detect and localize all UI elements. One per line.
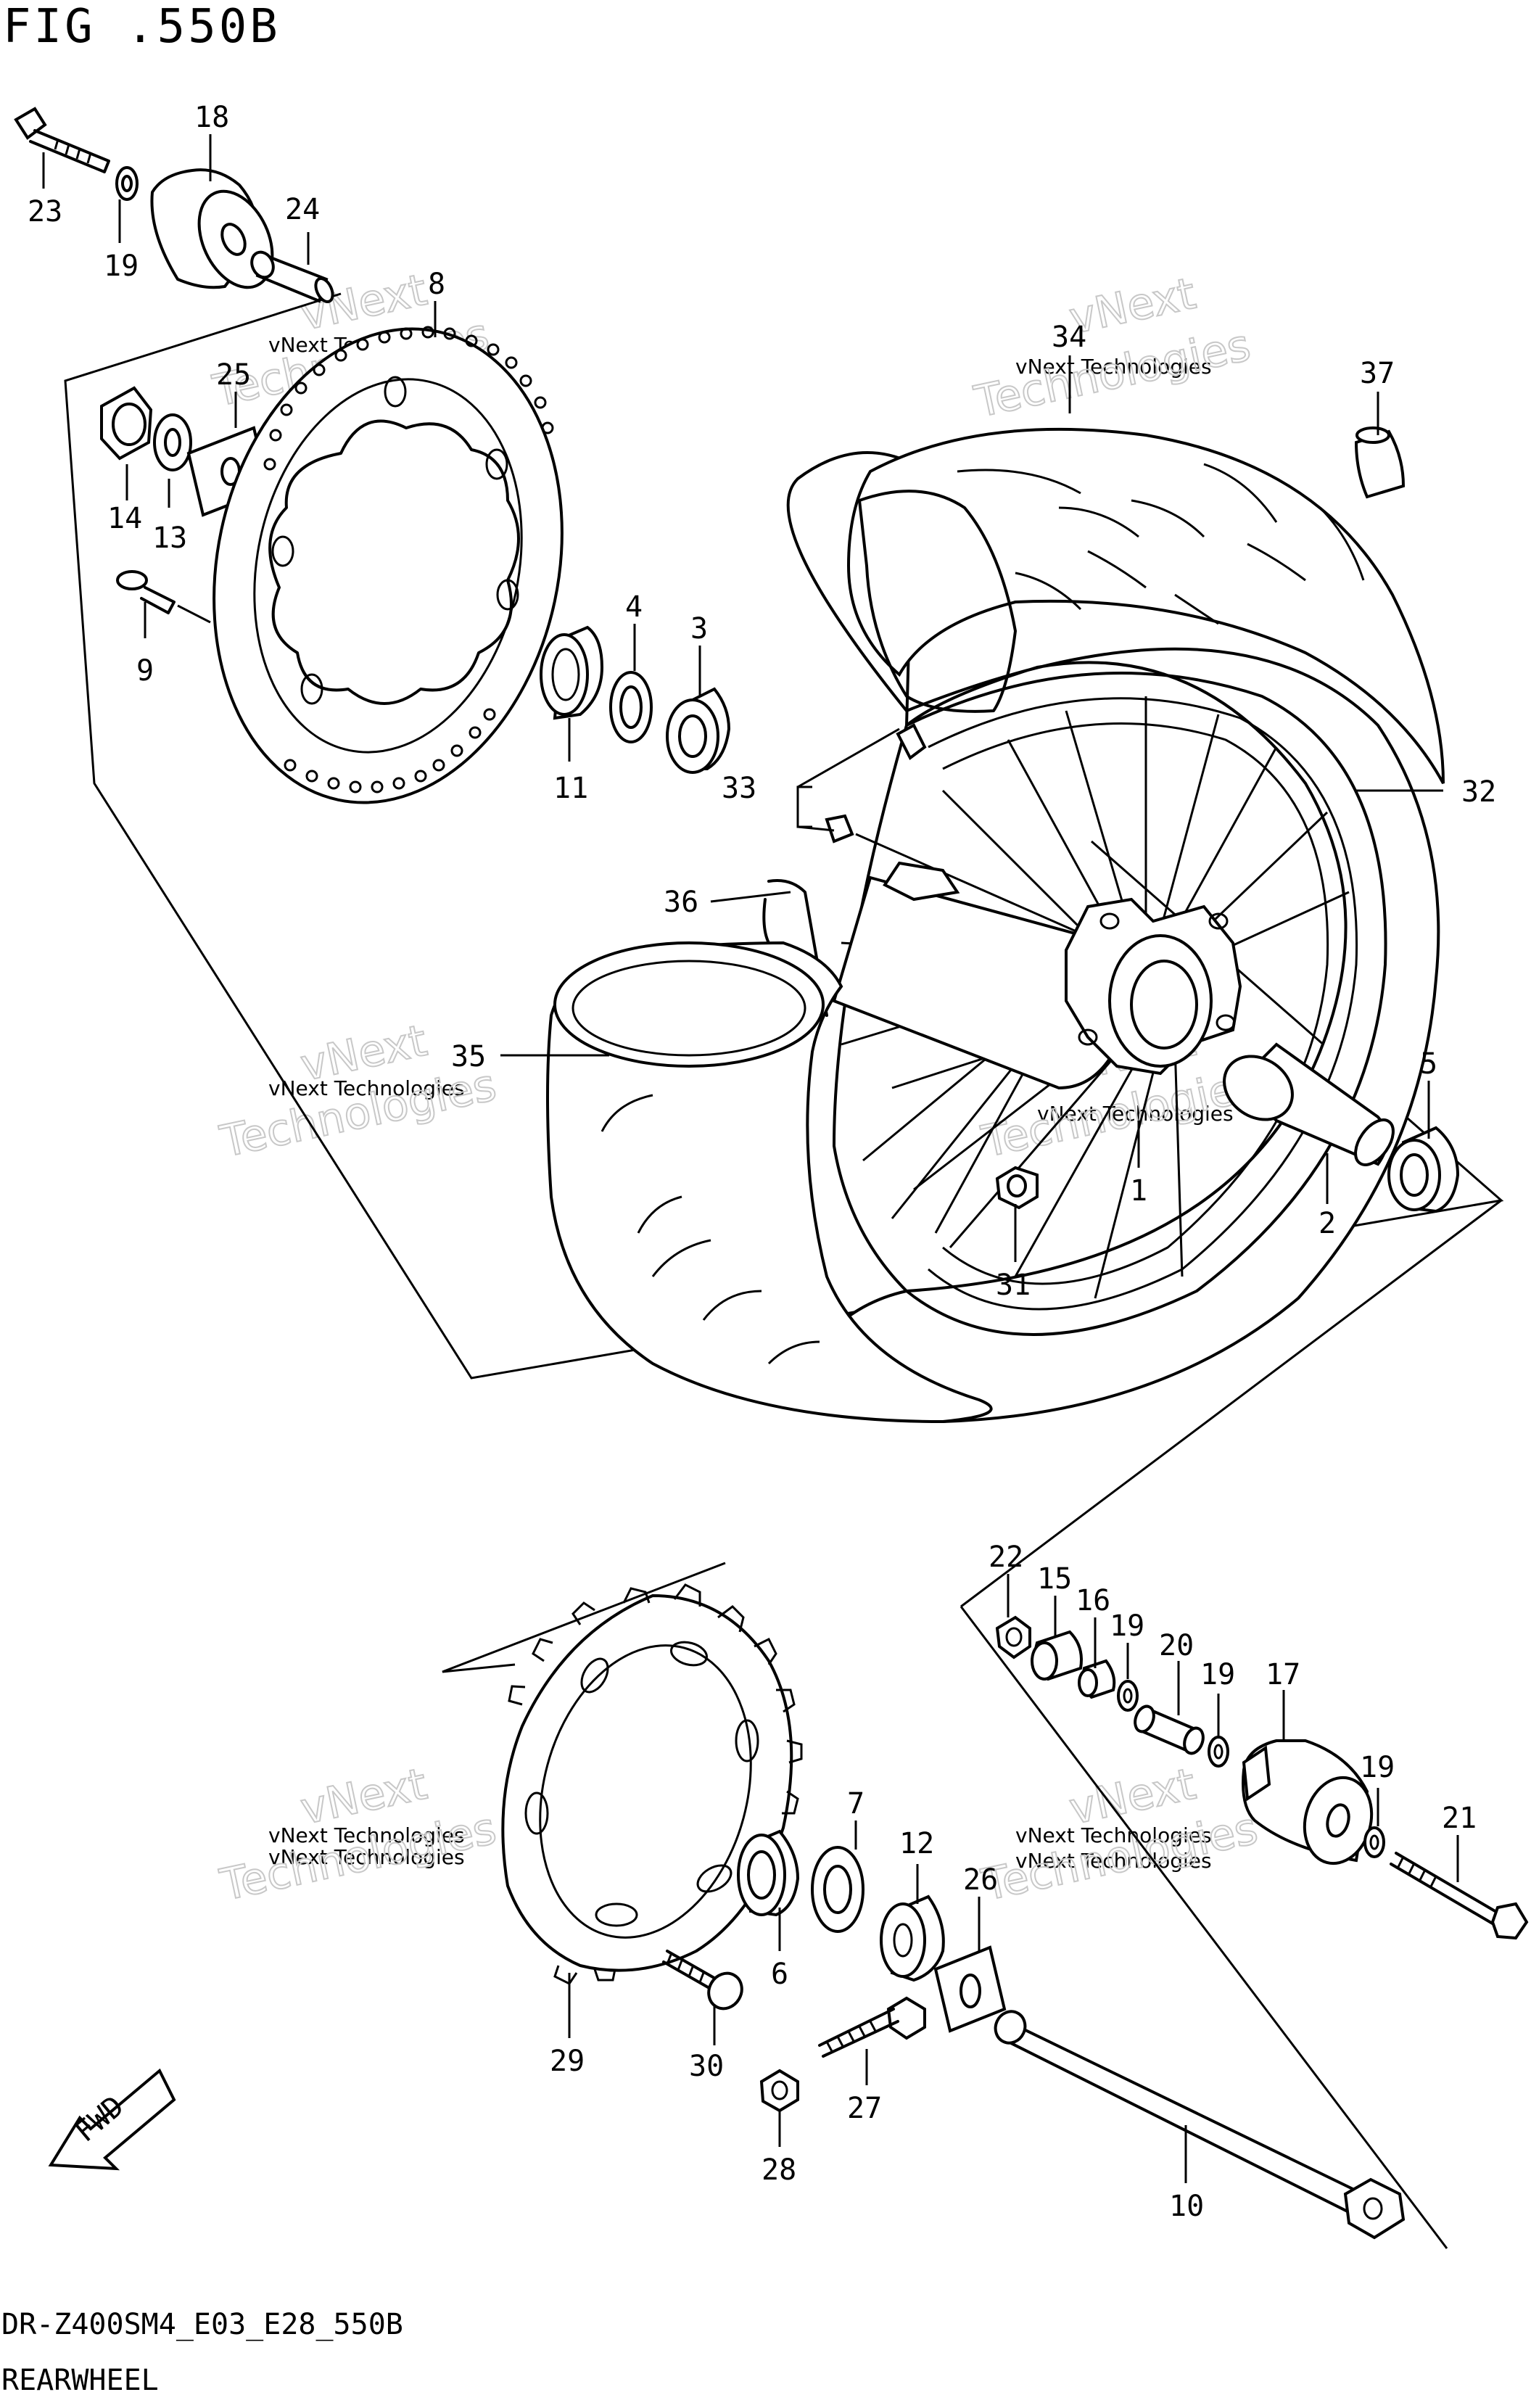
callout-15: 15 — [1037, 1562, 1072, 1596]
part-32-rim — [833, 672, 1387, 1336]
watermark-text: vNext Technologies — [268, 1845, 465, 1869]
callout-35: 35 — [451, 1040, 486, 1073]
part-10-axle — [994, 2010, 1406, 2240]
callout-33: 33 — [722, 772, 756, 805]
callout-22: 22 — [989, 1541, 1023, 1574]
callout-30: 30 — [689, 2050, 724, 2083]
callout-12: 12 — [899, 1827, 934, 1860]
part-19-washer — [1208, 1736, 1229, 1768]
callout-17: 17 — [1266, 1658, 1300, 1691]
callout-25: 25 — [216, 358, 251, 392]
part-15-collar — [1031, 1630, 1083, 1681]
callout-2: 2 — [1319, 1207, 1336, 1240]
callout-6: 6 — [771, 1958, 788, 1991]
callout-16: 16 — [1076, 1584, 1110, 1617]
callout-19: 19 — [1200, 1658, 1235, 1691]
part-33-spoke-nipple — [825, 723, 927, 844]
part-29-sprocket — [501, 1583, 803, 1985]
part-19-washer — [115, 166, 139, 201]
callout-10: 10 — [1169, 2190, 1204, 2223]
callout-1: 1 — [1130, 1174, 1147, 1208]
callout-4: 4 — [625, 590, 643, 624]
part-37-valve-cap — [1354, 426, 1406, 499]
callout-21: 21 — [1442, 1802, 1477, 1835]
callout-29: 29 — [550, 2045, 585, 2078]
part-16-sleeve — [1078, 1659, 1116, 1699]
part-31-valve-nut — [995, 1166, 1039, 1210]
watermark-text: vNext Technologies — [1015, 355, 1212, 379]
part-19-washer — [1363, 1826, 1385, 1858]
part-30-bolt — [662, 1950, 743, 2011]
callout-19: 19 — [1360, 1751, 1395, 1784]
part-19-washer — [1117, 1680, 1139, 1712]
part-24-spacer — [250, 250, 334, 303]
watermark-text: vNext Technologies — [268, 1823, 465, 1847]
callout-24: 24 — [285, 193, 320, 226]
part-34-tire-rear — [786, 427, 1445, 1424]
part-13-washer — [153, 413, 192, 471]
callout-18: 18 — [194, 101, 229, 134]
callout-19: 19 — [1110, 1609, 1144, 1643]
part-14-nut — [100, 386, 153, 461]
part-1-hub — [832, 861, 1242, 1090]
watermark-text: vNext Technologies — [268, 1076, 465, 1100]
part-21-bolt — [1390, 1852, 1529, 1940]
figure-title: FIG .550B — [3, 0, 281, 54]
callout-13: 13 — [152, 521, 187, 555]
callout-numbers: 18 23 19 24 8 25 14 13 9 11 4 3 34 37 32… — [28, 101, 1496, 2223]
callout-23: 23 — [28, 195, 62, 228]
callout-7: 7 — [847, 1787, 864, 1821]
callout-32: 32 — [1461, 775, 1496, 809]
watermark-text: vNext Technologies — [1037, 1102, 1234, 1126]
watermark-text: vNext Technologies — [1015, 1849, 1212, 1873]
part-20-sleeve — [1134, 1704, 1205, 1755]
part-9-screw — [116, 570, 211, 624]
callout-3: 3 — [690, 612, 708, 646]
callout-34: 34 — [1052, 321, 1086, 354]
callout-19: 19 — [104, 250, 139, 283]
leader-lines — [42, 134, 1459, 2183]
callout-28: 28 — [762, 2153, 796, 2187]
part-18-bushing — [150, 168, 274, 289]
callout-5: 5 — [1420, 1047, 1437, 1081]
callout-36: 36 — [664, 886, 698, 919]
callout-8: 8 — [428, 268, 445, 301]
watermark-text: vNext Technologies — [1015, 1823, 1212, 1847]
part-23-bolt — [14, 107, 110, 173]
part-26-adjuster-plate — [933, 1945, 1007, 2033]
model-code: DR-Z400SM4_E03_E28_550B — [1, 2308, 403, 2341]
part-11-spacer — [540, 625, 604, 720]
part-27-bolt — [818, 1996, 926, 2058]
figure-caption: REARWHEEL — [1, 2364, 159, 2397]
part-12-collar — [880, 1894, 945, 1982]
callout-14: 14 — [107, 502, 142, 535]
part-7-oil-seal — [811, 1846, 864, 1933]
callout-9: 9 — [136, 654, 154, 688]
part-3-bearing — [666, 687, 731, 774]
callout-27: 27 — [847, 2092, 882, 2125]
part-17-bushing — [1242, 1739, 1374, 1865]
callout-11: 11 — [553, 772, 588, 805]
part-6-bearing — [737, 1829, 800, 1917]
callout-37: 37 — [1360, 357, 1395, 390]
callout-20: 20 — [1159, 1629, 1194, 1662]
fwd-arrow-icon: FWD — [48, 2068, 176, 2171]
part-2-collar — [1223, 1042, 1395, 1166]
callout-31: 31 — [996, 1269, 1031, 1302]
part-4-oil-seal — [609, 671, 653, 743]
part-5-bearing — [1387, 1126, 1460, 1213]
part-28-nut — [759, 2069, 799, 2113]
part-22-nut — [995, 1615, 1031, 1659]
part-35-tube — [546, 941, 993, 1424]
part-36-rim-band — [762, 879, 828, 1017]
callout-26: 26 — [963, 1863, 998, 1897]
part-8-brake-disc — [212, 326, 564, 804]
